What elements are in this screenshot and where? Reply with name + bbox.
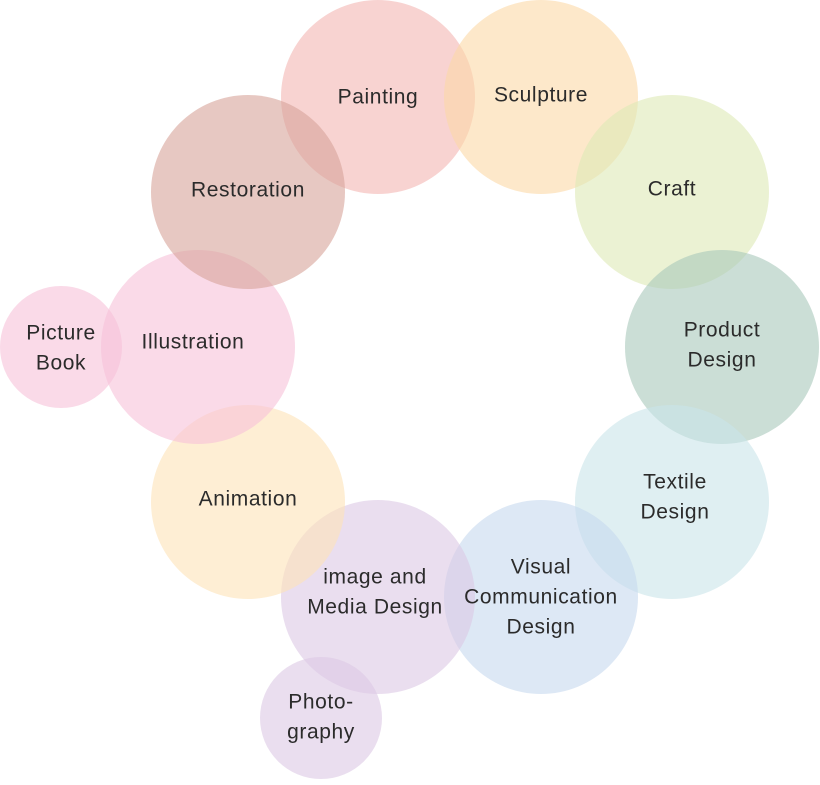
- illustration-bubble: [101, 250, 295, 444]
- restoration-label: Restoration: [191, 179, 305, 202]
- restoration-label-line: Restoration: [191, 179, 305, 202]
- photography-label-line: graphy: [287, 721, 355, 744]
- craft-bubble: [575, 95, 769, 289]
- animation-bubble: [151, 405, 345, 599]
- animation-label-line: Animation: [199, 488, 298, 511]
- visual-communication-design-label-line: Communication: [464, 586, 618, 609]
- craft-label-line: Craft: [648, 178, 697, 201]
- image-media-design-label-line: image and: [323, 566, 426, 589]
- illustration-label: Illustration: [142, 331, 245, 354]
- animation-label: Animation: [199, 488, 298, 511]
- photography-bubble: [260, 657, 382, 779]
- textile-design-label-line: Textile: [643, 471, 707, 494]
- textile-design-label-line: Design: [641, 501, 710, 524]
- painting-label: Painting: [338, 86, 419, 109]
- photography-label: Photo-graphy: [287, 691, 355, 744]
- sculpture-label-line: Sculpture: [494, 84, 588, 107]
- image-media-design-label-line: Media Design: [307, 596, 443, 619]
- illustration-label-line: Illustration: [142, 331, 245, 354]
- product-design-bubble: [625, 250, 819, 444]
- picture-book-label-line: Book: [36, 352, 86, 375]
- restoration-bubble: [151, 95, 345, 289]
- visual-communication-design-bubble: [444, 500, 638, 694]
- painting-label-line: Painting: [338, 86, 419, 109]
- visual-communication-design-label-line: Design: [507, 616, 576, 639]
- craft-label: Craft: [648, 178, 697, 201]
- picture-book-bubble: [0, 286, 122, 408]
- visual-communication-design-label-line: Visual: [511, 556, 571, 579]
- sculpture-label: Sculpture: [494, 84, 588, 107]
- product-design-label-line: Product: [684, 319, 761, 342]
- product-design-label-line: Design: [688, 349, 757, 372]
- photography-label-line: Photo-: [288, 691, 353, 714]
- picture-book-label-line: Picture: [26, 322, 96, 345]
